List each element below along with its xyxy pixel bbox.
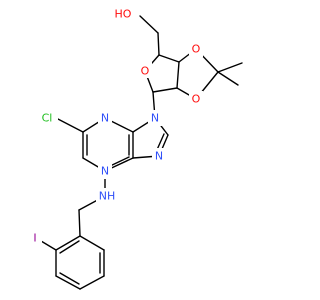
hydroxyl-label: HO [115,8,132,21]
ring-oxygen-label: O [141,65,150,78]
bond [79,275,105,290]
bond [55,235,81,251]
bond [55,275,81,290]
bond [158,54,180,63]
bond [78,209,81,237]
iodine-label: I [33,232,36,245]
bond [217,71,239,86]
ring-oxygen-label: O [192,93,201,106]
bond [139,15,159,34]
bond [59,272,80,285]
bond [79,235,105,251]
chlorine-label: Cl [42,112,53,125]
nitrogen-label: N [101,165,109,178]
bond [157,32,160,56]
molecule-diagram: HO O O O Cl N N N N NH I [30,5,243,290]
nitrogen-label: N [155,150,163,163]
structure-canvas: HO O O O Cl N N N N NH I [30,5,243,290]
bond [152,87,178,93]
bond [55,117,84,133]
bond [217,62,243,73]
amine-label: NH [99,190,116,203]
ring-oxygen-label: O [192,43,201,56]
nitrogen-label: N [101,112,109,125]
bonds [35,15,243,290]
nitrogen-label: N [151,112,159,125]
atom-labels: HO O O O Cl N N N N NH I [30,5,203,246]
bond [176,61,180,89]
bond [59,240,80,254]
